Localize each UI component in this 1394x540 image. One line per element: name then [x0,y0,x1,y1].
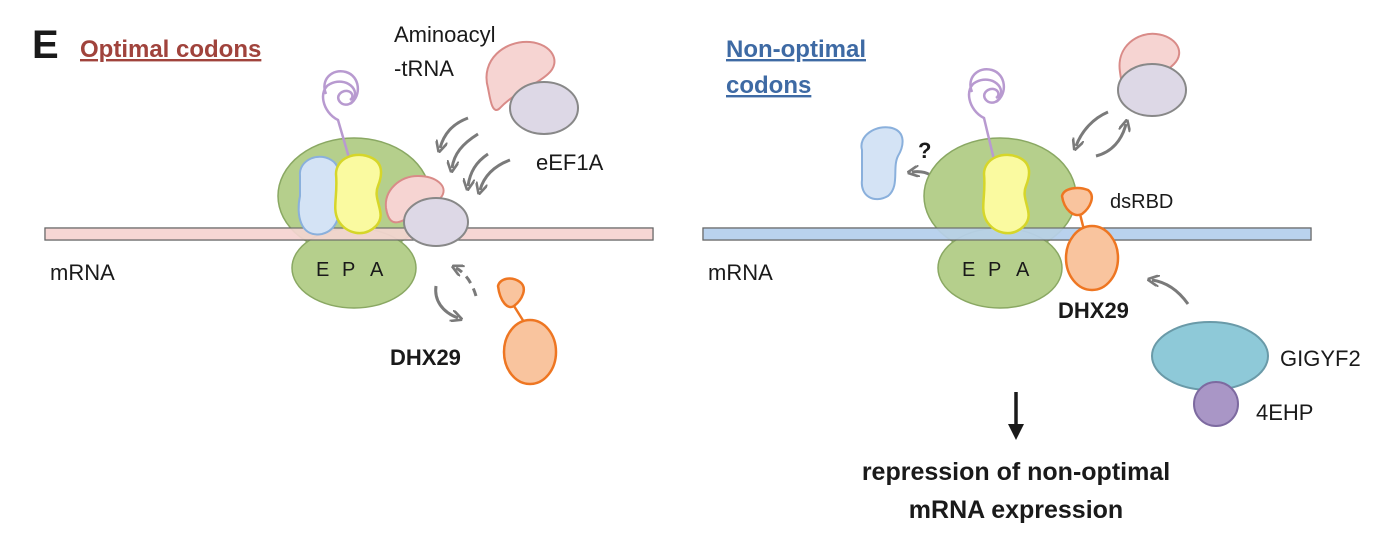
e-site-trna-left [297,155,341,236]
fourehp-label: 4EHP [1256,400,1313,425]
arrow-incoming-3 [468,152,489,186]
arrow-dhx29-in [456,268,478,297]
gigyf2-protein [1151,321,1269,391]
site-e-right: E [962,259,975,281]
repression-arrow-head [1008,424,1024,440]
departing-e-site-trna [860,126,904,201]
dhx29-dsrbd-right [1060,186,1093,217]
mrna-label-right: mRNA [708,260,773,285]
a-site-trna-left [384,174,445,224]
dhx29-dsrbd-left [496,277,525,309]
fourehp-protein [1193,381,1239,427]
site-a-left: A [370,259,384,281]
incoming-aminoacyl-trna [485,40,556,111]
nonoptimal-codons-title-1: Non-optimal [726,36,866,63]
dsrbd-label: dsRBD [1110,191,1173,213]
aminoacyl-trna-label-2: -tRNA [394,56,454,81]
site-p-right: P [988,259,1001,281]
nonoptimal-codons-title-2: codons [726,72,811,99]
a-site-eef1a-left [403,197,469,247]
outcome-line-2: mRNA expression [909,496,1123,524]
peptide-loop-right [969,67,1005,104]
dhx29-label-right: DHX29 [1058,298,1129,323]
p-site-trna-right [982,153,1031,235]
p-site-trna-left [334,153,383,235]
arrow-dhx29-out [434,285,458,318]
optimal-codons-title: Optimal codons [80,36,261,63]
peptide-loop-left [323,69,359,106]
arrow-incoming-4 [480,158,511,190]
arrow-exchange-out [1095,124,1126,158]
dhx29-helicase-left [502,318,558,386]
incoming-eef1a [509,81,579,135]
site-a-right: A [1016,259,1030,281]
mrna-label-left: mRNA [50,260,115,285]
arrow-incoming-1 [440,116,469,148]
arrow-exchange-in [1076,110,1109,146]
free-eef1a-right [1117,63,1187,117]
arrow-gigyf2-recruit [1152,280,1190,305]
gigyf2-label: GIGYF2 [1280,346,1361,371]
dhx29-helicase-right [1064,224,1120,292]
site-p-left: P [342,259,355,281]
aminoacyl-trna-label-1: Aminoacyl [394,22,495,47]
outcome-line-1: repression of non-optimal [862,458,1170,486]
dhx29-linker-left [512,305,526,323]
panel-letter: E [32,23,59,67]
question-mark: ? [918,138,931,163]
eef1a-label: eEF1A [536,150,604,175]
arrow-incoming-2 [452,132,479,168]
site-e-left: E [316,259,329,281]
dhx29-label-left: DHX29 [390,345,461,370]
